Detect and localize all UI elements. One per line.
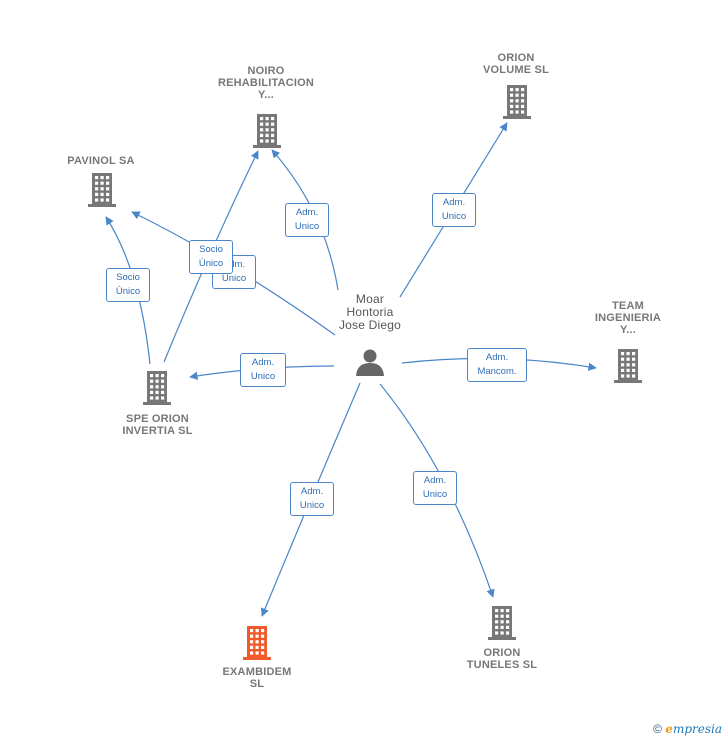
orion-tuneles-label[interactable]: ORION TUNELES SL [466, 647, 538, 671]
edge-label-center-to-exambidem: Adm. Unico [290, 482, 334, 516]
edge-label-center-to-orion-tuneles: Adm. Unico [413, 471, 457, 505]
person-icon[interactable] [356, 349, 384, 377]
pavinol-building-icon[interactable] [88, 173, 116, 207]
orion-tuneles-building-icon[interactable] [488, 606, 516, 640]
spe-orion-building-icon[interactable] [143, 371, 171, 405]
copyright-symbol: © [653, 722, 662, 736]
orion-volume-label[interactable]: ORION VOLUME SL [483, 52, 549, 76]
noiro-building-icon[interactable] [253, 114, 281, 148]
noiro-label[interactable]: NOIRO REHABILITACION Y... [217, 65, 315, 101]
team-label[interactable]: TEAM INGENIERIA Y... [594, 300, 662, 336]
spe-orion-label[interactable]: SPE ORION INVERTIA SL [122, 413, 193, 437]
edge-label-center-to-orion-volume: Adm. Unico [432, 193, 476, 227]
edge-label-spe-orion-to-pavinol: Socio Único [106, 268, 150, 302]
footer-credit: © empresia [653, 722, 722, 736]
empresia-logo[interactable]: empresia [665, 722, 722, 736]
orion-volume-building-icon[interactable] [503, 85, 531, 119]
edge-label-center-to-noiro: Adm. Unico [285, 203, 329, 237]
team-building-icon[interactable] [614, 349, 642, 383]
exambidem-building-icon[interactable] [243, 626, 271, 660]
center-label[interactable]: Moar Hontoria Jose Diego [338, 292, 402, 332]
edge-label-center-to-team: Adm. Mancom. [467, 348, 527, 382]
edge-label-center-to-spe-orion: Adm. Unico [240, 353, 286, 387]
edge-label-spe-orion-to-noiro: Socio Único [189, 240, 233, 274]
pavinol-label[interactable]: PAVINOL SA [67, 155, 135, 167]
exambidem-label[interactable]: EXAMBIDEM SL [222, 666, 292, 690]
